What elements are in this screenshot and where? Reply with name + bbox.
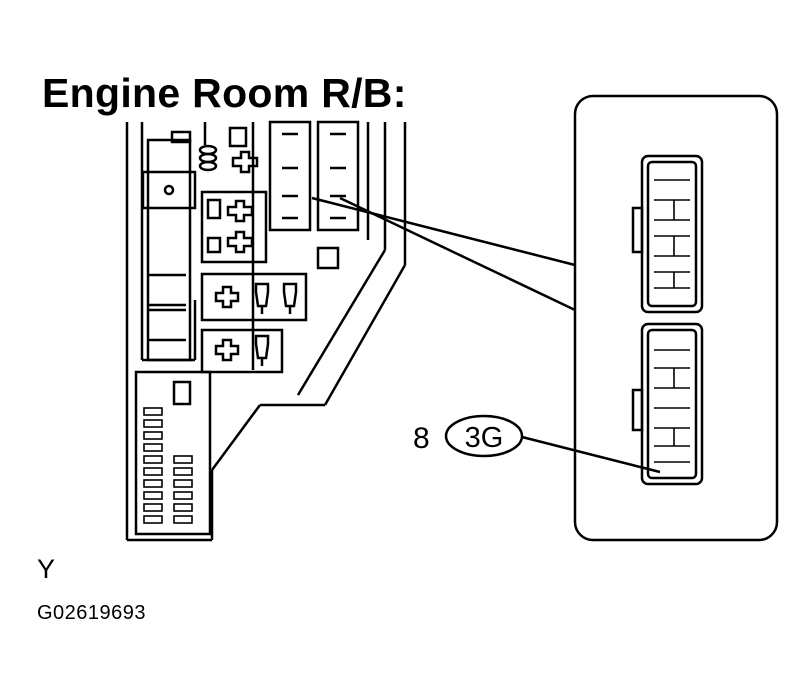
lower-fuse-panel	[134, 370, 212, 536]
top-fuse-icons	[228, 126, 259, 174]
small-fuse	[143, 431, 163, 440]
small-fuse	[143, 455, 163, 464]
figure-id: G02619693	[37, 602, 147, 624]
small-fuse	[173, 479, 193, 488]
upper-left-relay	[141, 130, 197, 362]
relay-row-2	[200, 328, 284, 374]
connector-leader-line	[521, 435, 661, 474]
small-fuse	[143, 479, 163, 488]
connector-pin-cells	[654, 179, 690, 463]
small-fuse	[173, 515, 193, 524]
connector-pin-number: 8	[413, 422, 430, 455]
small-fuse	[143, 407, 163, 416]
small-fuse	[143, 515, 163, 524]
connector-code-label: 3G	[465, 422, 504, 454]
connector-code-ellipse	[444, 414, 524, 458]
relay-block-outline	[125, 122, 407, 542]
fusible-link-symbols	[198, 144, 218, 172]
diagram-title: Engine Room R/B:	[42, 70, 407, 116]
small-fuse	[143, 503, 163, 512]
small-fuse	[143, 419, 163, 428]
connector-detail-box	[573, 94, 779, 542]
small-fuse-grid	[143, 407, 193, 524]
corner-letter: Y	[37, 554, 56, 584]
small-fuse	[143, 467, 163, 476]
small-fuse	[143, 491, 163, 500]
fuse-column	[268, 120, 360, 232]
small-fuse	[143, 443, 163, 452]
relay-row-1	[200, 272, 308, 322]
small-fuse	[173, 503, 193, 512]
small-square	[316, 246, 340, 270]
callout-lines	[311, 196, 576, 312]
double-relay-box	[200, 190, 268, 264]
small-fuse	[173, 455, 193, 464]
small-fuse	[173, 491, 193, 500]
small-fuse	[173, 467, 193, 476]
